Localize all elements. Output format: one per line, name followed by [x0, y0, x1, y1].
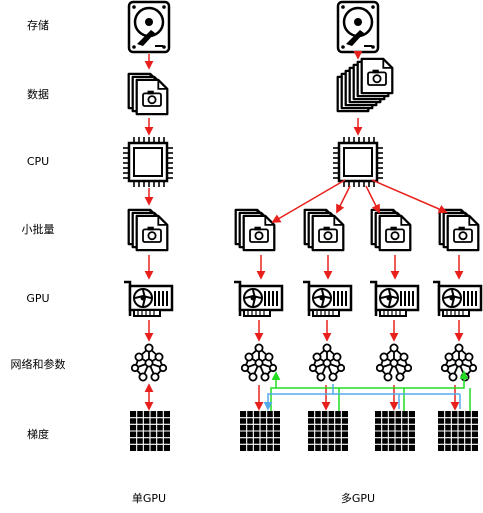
row-label-gradient: 梯度: [27, 427, 49, 441]
multi-gpu-column: [232, 0, 483, 451]
cpu-chip-icon: [122, 136, 174, 188]
multi-flow-arrows: [254, 50, 464, 411]
image-files-icon: [127, 208, 169, 252]
row-label-minibatch: 小批量: [22, 222, 55, 236]
graphics-card-icon: [301, 280, 353, 318]
row-label-cpu: CPU: [27, 155, 49, 168]
image-files-icon: [438, 208, 480, 252]
image-files-icon: [127, 72, 169, 116]
graphics-card-icon: [431, 280, 483, 318]
column-label-multi-gpu: 多GPU: [341, 491, 375, 505]
neural-network-icon: [376, 343, 412, 382]
column-label-single-gpu: 单GPU: [132, 492, 166, 505]
single-gpu-column: [122, 0, 174, 451]
cpu-chip-icon: [332, 136, 384, 188]
graphics-card-icon: [368, 280, 420, 318]
neural-network-icon: [309, 343, 345, 382]
gradient-grid-icon: [240, 411, 280, 451]
hard-drive-icon: [336, 0, 380, 54]
neural-network-icon: [441, 343, 477, 382]
hard-drive-icon: [127, 0, 171, 54]
sync-lines-green: [270, 370, 471, 411]
image-files-icon: [370, 208, 412, 252]
image-files-icon: [303, 208, 345, 252]
image-files-icon: [336, 57, 394, 113]
graphics-card-icon: [232, 280, 284, 318]
sync-lines-blue: [263, 384, 461, 411]
neural-network-icon: [131, 343, 167, 382]
gradient-grid-icon: [130, 411, 170, 451]
row-label-network: 网络和参数: [11, 357, 66, 371]
image-files-icon: [234, 208, 276, 252]
row-label-data: 数据: [27, 87, 49, 101]
gradient-grid-icon: [308, 411, 348, 451]
neural-network-icon: [241, 343, 277, 382]
gradient-grid-icon: [438, 411, 478, 451]
row-label-gpu: GPU: [26, 292, 49, 305]
gradient-grid-icon: [375, 411, 415, 451]
row-label-storage: 存储: [27, 18, 49, 32]
graphics-card-icon: [122, 280, 174, 318]
